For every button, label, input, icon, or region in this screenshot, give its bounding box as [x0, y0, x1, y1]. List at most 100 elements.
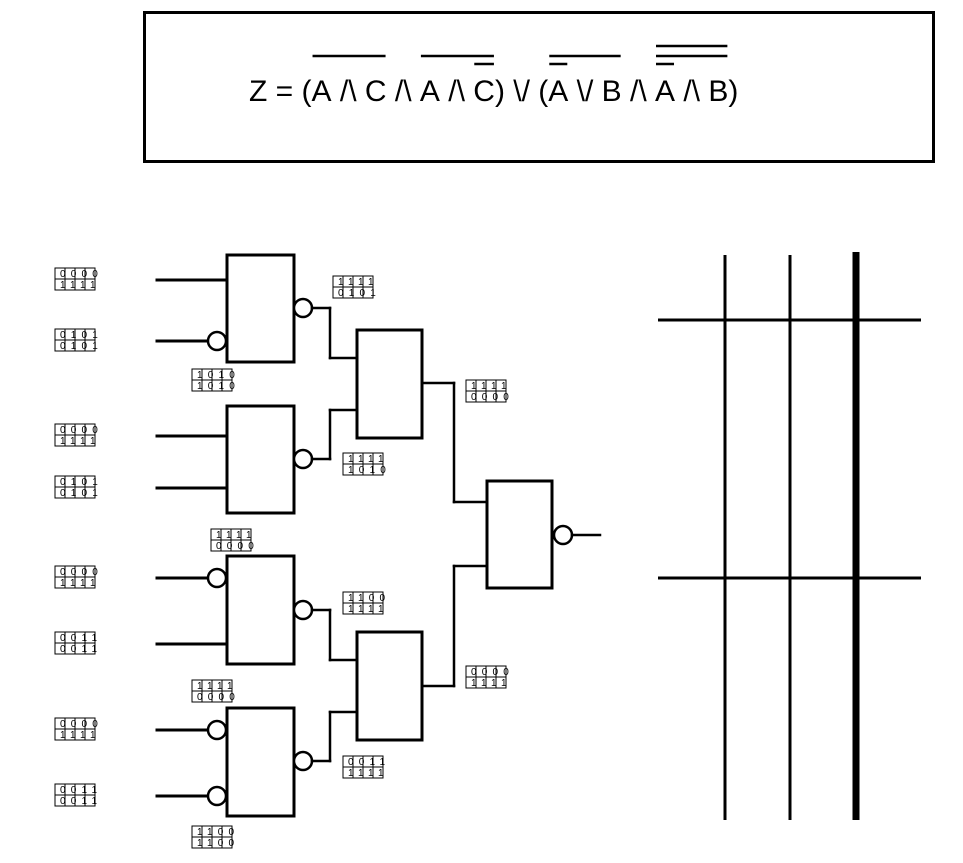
- bit-row: 0000: [60, 425, 103, 436]
- bit-row: 0000: [60, 719, 103, 730]
- bit-cell: [84, 278, 96, 291]
- bit-row: 1111: [60, 730, 101, 741]
- bit-cell: [84, 642, 96, 655]
- bit-cell: [372, 463, 384, 476]
- formula-token: /\: [440, 75, 473, 108]
- bit-cell: [84, 486, 96, 499]
- formula-box: [143, 11, 935, 163]
- circuit: 0000111101010101000011110101010100001111…: [54, 253, 602, 849]
- bit-row: 0000: [216, 541, 259, 552]
- bit-row: 1111: [216, 530, 257, 541]
- bit-row: 1111: [348, 454, 389, 465]
- formula-token: C: [473, 75, 495, 108]
- bit-row: 1111: [197, 681, 238, 692]
- input-negation-bubble: [206, 330, 228, 352]
- bit-row: 0011: [60, 633, 102, 644]
- bit-row: 1100: [348, 593, 390, 604]
- bit-cell: [240, 539, 252, 552]
- and-gate-top: [355, 328, 424, 440]
- output-bubble: [552, 524, 574, 546]
- formula-text: Z = (A /\ C /\ A /\ C) \/ (A \/ B /\ A /…: [249, 75, 738, 108]
- formula-token: B: [602, 75, 622, 108]
- nand-gate-2: [225, 404, 296, 515]
- nand-gate-1-bubble: [292, 297, 314, 319]
- bit-cell: [84, 576, 96, 589]
- bit-row: 0000: [471, 667, 514, 678]
- bit-row: 0011: [348, 757, 390, 768]
- bit-row: 1100: [197, 827, 239, 838]
- formula-token: (: [302, 75, 312, 108]
- bit-row: 1111: [60, 578, 101, 589]
- formula-token: A: [312, 75, 332, 108]
- bit-row: 0101: [60, 341, 103, 352]
- bit-cell: [84, 794, 96, 807]
- bit-cell: [84, 434, 96, 447]
- bit-row: 1100: [197, 838, 239, 849]
- bit-row: 1010: [197, 370, 240, 381]
- formula-token: ): [728, 75, 738, 108]
- formula-token: (: [538, 75, 548, 108]
- bit-row: 1111: [60, 436, 101, 447]
- bit-cell: [221, 379, 233, 392]
- bit-cell: [362, 286, 374, 299]
- nand-gate-3-bubble: [292, 599, 314, 621]
- and-gate-bottom: [355, 630, 424, 742]
- formula-token: \/: [505, 75, 538, 108]
- bit-cell: [84, 339, 96, 352]
- nand-gate-4: [225, 706, 296, 818]
- bit-cell: [221, 690, 233, 703]
- formula-token: B: [708, 75, 728, 108]
- bit-row: 0101: [60, 477, 103, 488]
- bit-row: 0011: [60, 796, 102, 807]
- bit-row: 1111: [348, 768, 389, 779]
- bit-row: 1010: [348, 465, 391, 476]
- nand-gate-4-bubble: [292, 750, 314, 772]
- bit-row: 1111: [348, 604, 389, 615]
- bit-cell: [84, 728, 96, 741]
- input-negation-bubble: [206, 567, 228, 589]
- truth-table: [658, 252, 921, 820]
- bit-row: 0101: [338, 288, 381, 299]
- formula-token: \/: [568, 75, 601, 108]
- formula-token: /\: [675, 75, 708, 108]
- formula-token: A: [655, 75, 675, 108]
- bit-cell: [221, 836, 233, 849]
- nand-gate-3: [225, 554, 296, 666]
- formula-token: C: [365, 75, 387, 108]
- formula-token: Z: [249, 75, 267, 108]
- bit-row: 0000: [471, 392, 514, 403]
- formula-token: =: [267, 75, 301, 108]
- input-negation-bubble: [206, 719, 228, 741]
- formula-token: A: [420, 75, 440, 108]
- bit-row: 0000: [60, 269, 103, 280]
- bit-row: 1111: [471, 678, 512, 689]
- formula-token: /\: [332, 75, 365, 108]
- formula: Z = (A /\ C /\ A /\ C) \/ (A \/ B /\ A /…: [249, 44, 738, 108]
- formula-token: /\: [622, 75, 655, 108]
- nand-gate-1: [225, 253, 296, 364]
- bit-cell: [495, 390, 507, 403]
- bit-cell: [372, 766, 384, 779]
- bit-row: 0011: [60, 644, 102, 655]
- input-negation-bubble: [206, 785, 228, 807]
- bit-row: 1111: [338, 277, 379, 288]
- bit-row: 0000: [197, 692, 240, 703]
- bit-row: 1111: [60, 280, 101, 291]
